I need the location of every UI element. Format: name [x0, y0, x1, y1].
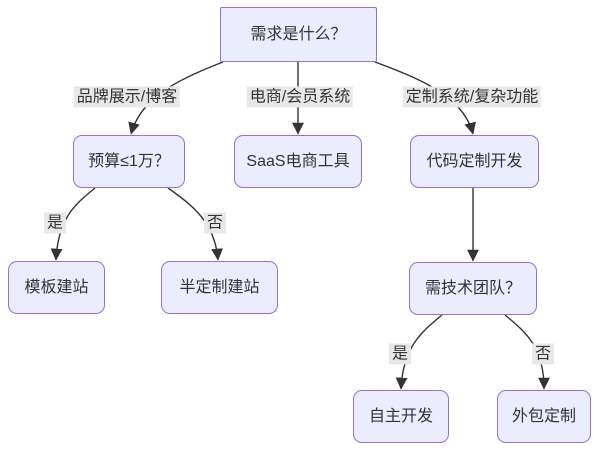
edge-label-budget-question-to-template-website: 是 — [43, 212, 67, 234]
node-custom-code-dev: 代码定制开发 — [410, 135, 539, 188]
node-self-develop: 自主开发 — [353, 390, 449, 443]
edge-label-requirement-question-to-saas-ecommerce-tool: 电商/会员系统 — [246, 86, 354, 108]
node-budget-question: 预算≤1万？ — [73, 135, 185, 188]
node-need-tech-team: 需技术团队？ — [409, 262, 537, 315]
node-outsourced-custom: 外包定制 — [497, 390, 591, 443]
edge-label-requirement-question-to-custom-code-dev: 定制系统/复杂功能 — [402, 86, 542, 108]
edge-label-need-tech-team-to-self-develop: 是 — [388, 343, 412, 365]
edge-label-need-tech-team-to-outsourced-custom: 否 — [531, 343, 555, 365]
node-semi-custom-website: 半定制建站 — [161, 261, 278, 314]
edge-label-budget-question-to-semi-custom-website: 否 — [203, 212, 227, 234]
edge-need-tech-team-to-outsourced-custom — [504, 314, 550, 390]
edge-need-tech-team-to-self-develop — [395, 314, 443, 390]
node-template-website: 模板建站 — [8, 261, 105, 314]
node-saas-ecommerce-tool: SaaS电商工具 — [234, 135, 362, 188]
edge-label-requirement-question-to-budget-question: 品牌展示/博客 — [73, 86, 181, 108]
node-requirement-question: 需求是什么？ — [220, 7, 377, 62]
edge-budget-question-to-template-website — [50, 187, 96, 261]
edge-budget-question-to-semi-custom-website — [167, 187, 224, 261]
